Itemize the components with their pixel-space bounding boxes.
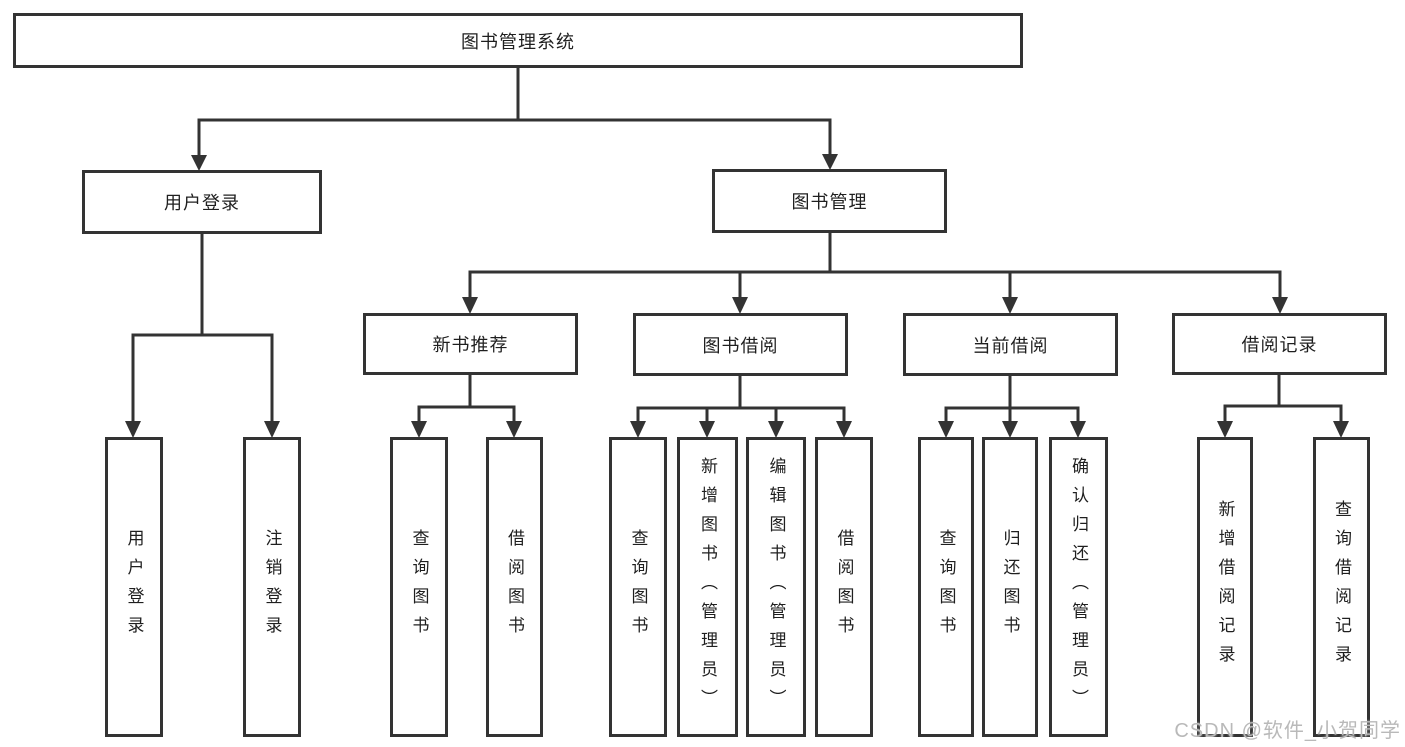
leaf-borrow-book-recommend: 借阅图书	[486, 437, 543, 737]
connector-root	[197, 68, 832, 157]
arrowheads	[125, 154, 1349, 438]
leaf-query-book-recommend: 查询图书	[390, 437, 448, 737]
leaf-query-borrow-record: 查询借阅记录	[1313, 437, 1370, 737]
leaf-add-borrow-record: 新增借阅记录	[1197, 437, 1253, 737]
node-new-book-recommend: 新书推荐	[363, 313, 578, 375]
leaf-query-book-borrow: 查询图书	[609, 437, 667, 737]
connector-borrow	[636, 376, 846, 424]
leaf-return-book: 归还图书	[982, 437, 1038, 737]
node-current-borrow: 当前借阅	[903, 313, 1118, 376]
node-user-login: 用户登录	[82, 170, 322, 234]
leaf-add-book-admin: 新增图书（管理员）	[677, 437, 738, 737]
leaf-borrow-book: 借阅图书	[815, 437, 873, 737]
leaf-edit-book-admin: 编辑图书（管理员）	[746, 437, 806, 737]
connector-user	[131, 234, 274, 424]
leaf-query-book-current: 查询图书	[918, 437, 974, 737]
connector-records	[1223, 375, 1343, 424]
node-library-system: 图书管理系统	[13, 13, 1023, 68]
leaf-confirm-return-admin: 确认归还（管理员）	[1049, 437, 1108, 737]
connector-book	[468, 233, 1282, 300]
node-borrow-records: 借阅记录	[1172, 313, 1387, 375]
connector-recommend	[417, 375, 516, 424]
leaf-logout: 注销登录	[243, 437, 301, 737]
watermark: CSDN @软件_小贺同学	[1174, 720, 1401, 742]
node-book-management: 图书管理	[712, 169, 947, 233]
node-book-borrow: 图书借阅	[633, 313, 848, 376]
leaf-user-login: 用户登录	[105, 437, 163, 737]
connector-current	[944, 376, 1080, 424]
